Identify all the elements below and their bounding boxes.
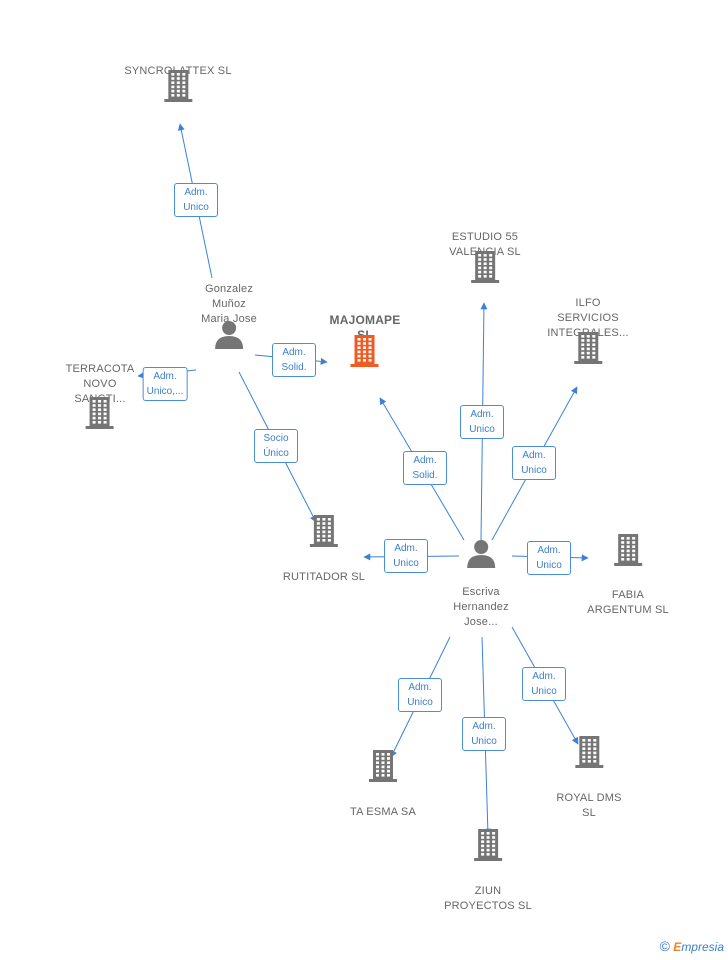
node-label: Gonzalez Muñoz Maria Jose [201, 283, 257, 325]
node-fabia[interactable]: FABIA ARGENTUM SL [587, 532, 669, 618]
person-icon [201, 319, 257, 349]
company-building-icon [350, 748, 416, 782]
company-building-icon [556, 734, 621, 768]
node-label: ROYAL DMS SL [556, 792, 622, 819]
relation-label-escriva-ilfo[interactable]: Adm. Unico [512, 446, 556, 480]
node-label: ZIUN PROYECTOS SL [444, 885, 532, 912]
company-building-icon [444, 827, 532, 861]
relation-label-escriva-taesma[interactable]: Adm. Unico [398, 678, 442, 712]
node-label: ILFO SERVICIOS INTEGRALES... [547, 297, 628, 339]
relation-label-escriva-rutitador[interactable]: Adm. Unico [384, 539, 428, 573]
relation-label-escriva-majomape[interactable]: Adm. Solid. [403, 451, 447, 485]
node-label: TERRACOTA NOVO SANCTI... [65, 363, 135, 405]
company-building-icon [124, 68, 231, 102]
relation-label-escriva-fabia[interactable]: Adm. Unico [527, 541, 571, 575]
node-label: FABIA ARGENTUM SL [587, 589, 669, 616]
node-estudio55[interactable]: ESTUDIO 55 VALENCIA SL [449, 230, 521, 283]
node-escriva[interactable]: Escriva Hernandez Jose... [453, 538, 509, 630]
relation-label-gonzalez-syncrolattex[interactable]: Adm. Unico [174, 183, 218, 217]
node-label: Escriva Hernandez Jose... [453, 586, 509, 628]
node-ziun[interactable]: ZIUN PROYECTOS SL [444, 827, 532, 914]
brand-logo-letter: E [673, 940, 682, 954]
relation-label-gonzalez-rutitador[interactable]: Socio Único [254, 429, 298, 463]
node-label: RUTITADOR SL [282, 571, 366, 583]
company-building-icon [547, 330, 628, 364]
relation-label-gonzalez-terracota[interactable]: Adm. Unico,... [142, 367, 188, 401]
company-building-icon [587, 532, 669, 566]
company-building-icon [283, 513, 365, 547]
relation-label-gonzalez-majomape[interactable]: Adm. Solid. [272, 343, 316, 377]
company-building-icon [66, 395, 135, 429]
node-rutitador[interactable]: RUTITADOR SL [283, 513, 365, 585]
node-taesma[interactable]: TA ESMA SA [350, 748, 416, 820]
brand-logo-text: mpresia [681, 940, 724, 954]
focus-company-building-icon [330, 333, 401, 367]
node-gonzalez[interactable]: Gonzalez Muñoz Maria Jose [201, 282, 257, 349]
relation-label-escriva-ziun[interactable]: Adm. Unico [462, 717, 506, 751]
footer-brand[interactable]: © Empresia [660, 938, 724, 954]
node-royaldms[interactable]: ROYAL DMS SL [556, 734, 621, 821]
node-syncrolattex[interactable]: SYNCROLATTEX SL [124, 64, 231, 102]
node-label: TA ESMA SA [350, 806, 416, 818]
node-majomape[interactable]: MAJOMAPE SL [330, 313, 401, 367]
copyright-icon: © [659, 938, 670, 954]
node-ilfo[interactable]: ILFO SERVICIOS INTEGRALES... [547, 296, 629, 364]
relation-label-escriva-royaldms[interactable]: Adm. Unico [522, 667, 566, 701]
company-building-icon [449, 249, 521, 283]
person-icon [453, 538, 509, 568]
node-terracota[interactable]: TERRACOTA NOVO SANCTI... [66, 362, 135, 429]
relation-label-escriva-estudio55[interactable]: Adm. Unico [460, 405, 504, 439]
